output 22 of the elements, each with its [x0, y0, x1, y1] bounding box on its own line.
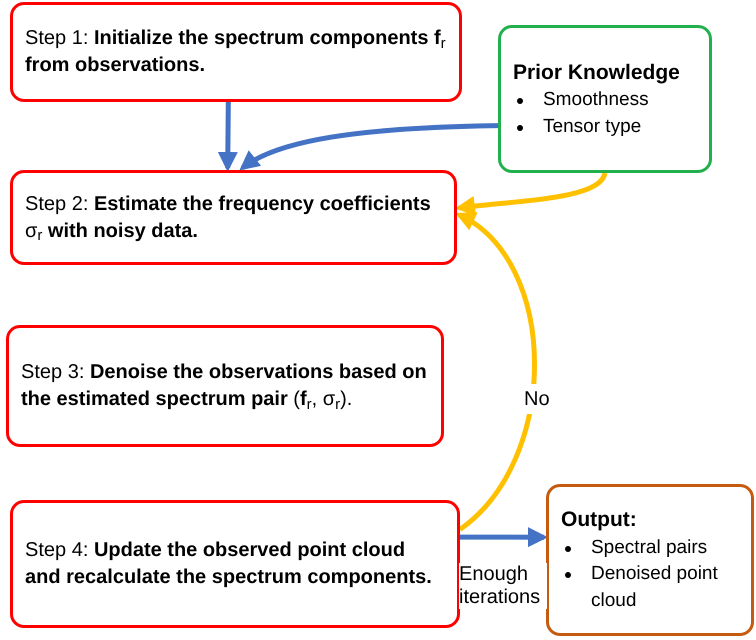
box-heading: Prior Knowledge — [513, 60, 681, 86]
step-text: Step 4: Update the observed point cloud and recalculate the spectrum components. — [25, 538, 433, 590]
step-text: Step 1: Initialize the spectrum components f$_{r}$ from observations. — [25, 26, 447, 78]
arrow — [239, 123, 498, 170]
arrow — [456, 212, 537, 532]
process-box — [6, 325, 444, 447]
step-text: Step 3: Denoise the observations based on the estimated spectrum pair (f$_{r}$, σ$_{r}$). — [21, 360, 428, 413]
info-box — [498, 25, 712, 173]
list-item: Denoised point cloud — [591, 562, 719, 613]
step-text: Step 2: Estimate the frequency coefficients σ$_{r}$ with noisy data. — [25, 192, 432, 244]
process-box — [10, 170, 457, 265]
info-box — [546, 484, 754, 636]
list-item: Tensor type — [543, 114, 642, 139]
process-box — [10, 500, 460, 628]
list-item: Spectral pairs — [591, 536, 708, 560]
process-box — [10, 2, 462, 102]
edge-label: No — [524, 384, 550, 414]
edge-label: Enough iterations — [459, 563, 547, 609]
arrow — [218, 102, 238, 172]
arrow — [460, 527, 548, 548]
box-heading: Output: — [561, 507, 638, 534]
list-item: Smoothness — [543, 88, 649, 112]
